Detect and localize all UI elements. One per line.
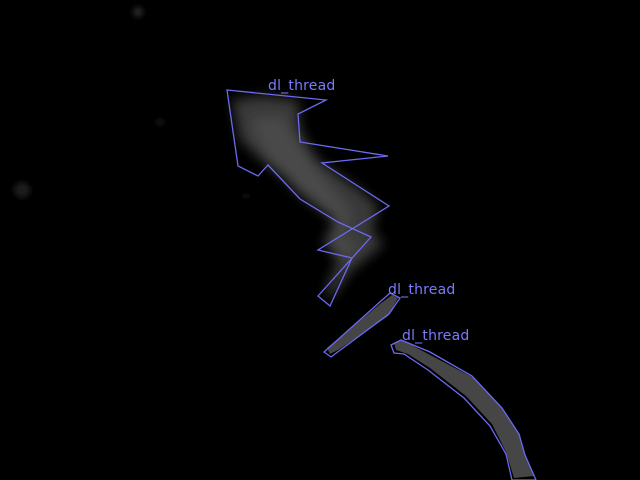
annotation-labels: dl_thread dl_thread dl_thread	[268, 78, 469, 344]
region-outline-1	[226, 89, 391, 308]
region-label-3: dl_thread	[402, 328, 469, 344]
annotation-outlines	[226, 89, 537, 480]
region-outline-3	[390, 339, 537, 480]
object-regions	[232, 96, 534, 478]
background-specks	[14, 7, 249, 199]
region-label-2: dl_thread	[388, 282, 455, 298]
region-outline-2	[322, 292, 401, 358]
region-label-1: dl_thread	[268, 78, 335, 94]
